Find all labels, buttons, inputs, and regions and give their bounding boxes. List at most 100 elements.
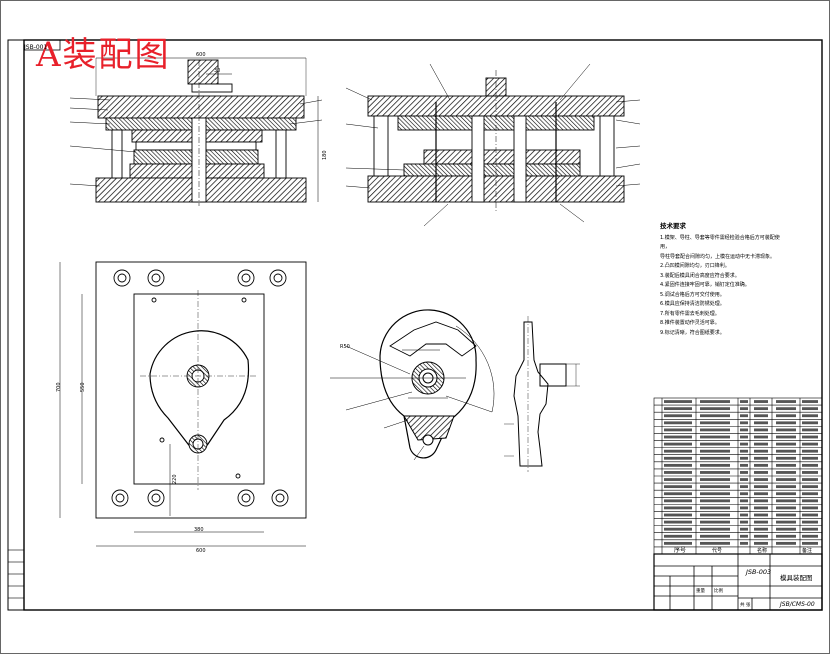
bom-cell-text bbox=[754, 463, 768, 467]
dim-plan-height: 700 bbox=[56, 382, 62, 392]
bom-cell-text bbox=[754, 541, 768, 545]
side-profile bbox=[504, 316, 580, 472]
bom-cell-text bbox=[664, 527, 692, 531]
note-line: 9.标记清晰，符合图纸要求。 bbox=[660, 329, 725, 336]
bom-cell-text bbox=[802, 407, 818, 411]
bom-cell-text bbox=[754, 449, 768, 453]
note-line: 8.推件装置动作灵活可靠。 bbox=[660, 320, 720, 326]
bom-cell-text bbox=[802, 414, 818, 418]
bom-cell-text bbox=[776, 456, 796, 460]
bom-cell-text bbox=[740, 421, 748, 425]
drawing-number: JSB-003 bbox=[744, 568, 771, 576]
bom-cell-text bbox=[740, 471, 748, 474]
bom-cell-text bbox=[700, 400, 730, 403]
bom-cell-text bbox=[664, 421, 692, 425]
top-tag: JSB-001 bbox=[24, 44, 48, 51]
bom-cell-text bbox=[664, 400, 692, 403]
bom-cell-text bbox=[740, 485, 748, 489]
bom-cell-text bbox=[664, 506, 692, 510]
bom-cell-text bbox=[664, 463, 692, 467]
bom-cell-text bbox=[700, 499, 730, 503]
bom-cell-text bbox=[802, 485, 818, 489]
bom-cell-text bbox=[776, 520, 796, 524]
technical-notes: 技术要求 1.模架、导柱、导套等零件需经检验合格后方可装配使用， 导柱导套配合间… bbox=[660, 222, 788, 338]
bom-cell-text bbox=[700, 513, 730, 517]
bom-cell-text bbox=[776, 506, 796, 510]
bill-of-materials bbox=[653, 397, 823, 555]
bom-cell-text bbox=[802, 421, 818, 425]
bom-cell-text bbox=[664, 478, 692, 481]
dim-top-width: 600 bbox=[196, 52, 206, 58]
bom-cell-text bbox=[776, 435, 796, 439]
bom-header-note: 备注 bbox=[802, 547, 812, 554]
bom-cell-text bbox=[754, 527, 768, 531]
bom-cell-text bbox=[700, 527, 730, 531]
front-view-left bbox=[69, 57, 323, 206]
bom-cell-text bbox=[740, 513, 748, 517]
bom-cell-text bbox=[664, 442, 692, 446]
bom-cell-text bbox=[740, 506, 748, 510]
bom-cell-text bbox=[754, 428, 768, 432]
bom-cell-text bbox=[802, 456, 818, 460]
front-view-right bbox=[345, 63, 641, 227]
bom-cell-text bbox=[700, 428, 730, 432]
bom-cell-text bbox=[754, 400, 768, 403]
bom-cell-text bbox=[754, 520, 768, 524]
plan-view bbox=[59, 261, 307, 547]
note-line: 7.所有零件需去毛刺处理。 bbox=[660, 310, 720, 317]
bom-cell-text bbox=[740, 414, 748, 418]
bom-cell-text bbox=[776, 421, 796, 425]
bom-cell-text bbox=[664, 414, 692, 418]
bom-cell-text bbox=[754, 442, 768, 446]
bom-cell-text bbox=[700, 492, 730, 496]
drawing-title: A装配图 bbox=[36, 35, 171, 75]
note-line: 2.凸凹模间隙均匀，刃口锋利。 bbox=[660, 263, 730, 269]
dim-part-radius: R50 bbox=[340, 344, 350, 350]
bom-cell-text bbox=[664, 471, 692, 474]
dim-height: 180 bbox=[322, 150, 328, 160]
dim-plan-inner-height: 550 bbox=[80, 382, 86, 392]
bom-cell-text bbox=[776, 527, 796, 531]
bom-cell-text bbox=[700, 435, 730, 439]
bom-cell-text bbox=[740, 492, 748, 496]
bom-cell-text bbox=[664, 513, 692, 517]
bom-cell-text bbox=[740, 449, 748, 453]
bom-cell-text bbox=[754, 499, 768, 503]
note-line: 3.装配后模具闭合高度应符合要求。 bbox=[660, 272, 740, 279]
bom-cell-text bbox=[664, 520, 692, 524]
bom-cell-text bbox=[776, 492, 796, 496]
bom-cell-text bbox=[802, 435, 818, 439]
bom-cell-text bbox=[776, 428, 796, 432]
bom-cell-text bbox=[740, 407, 748, 411]
sheet-label: 共 张 bbox=[740, 601, 751, 608]
bom-cell-text bbox=[776, 478, 796, 481]
dim-top-inner: 30 bbox=[214, 68, 220, 74]
bom-cell-text bbox=[700, 471, 730, 474]
bom-cell-text bbox=[776, 485, 796, 489]
bom-cell-text bbox=[776, 400, 796, 403]
bom-cell-text bbox=[664, 428, 692, 432]
bom-cell-text bbox=[664, 407, 692, 411]
bom-header-code: 代号 bbox=[712, 547, 722, 554]
bom-cell-text bbox=[754, 513, 768, 517]
bom-cell-text bbox=[664, 499, 692, 503]
bom-cell-text bbox=[754, 421, 768, 425]
bom-cell-text bbox=[802, 506, 818, 510]
bom-cell-text bbox=[776, 449, 796, 453]
bom-cell-text bbox=[776, 499, 796, 503]
bom-cell-text bbox=[740, 520, 748, 524]
bom-cell-text bbox=[740, 428, 748, 432]
bom-fill-text bbox=[664, 400, 818, 545]
bom-cell-text bbox=[802, 400, 818, 403]
note-line: 6.模具应保持清洁防锈处理。 bbox=[660, 301, 725, 307]
bom-cell-text bbox=[700, 485, 730, 489]
dim-plan-width: 600 bbox=[196, 548, 206, 554]
bom-cell-text bbox=[700, 449, 730, 453]
bom-cell-text bbox=[700, 520, 730, 524]
bom-cell-text bbox=[700, 506, 730, 510]
bom-cell-text bbox=[754, 435, 768, 439]
bom-cell-text bbox=[802, 492, 818, 496]
bom-cell-text bbox=[776, 541, 796, 545]
bom-cell-text bbox=[802, 541, 818, 545]
bom-cell-text bbox=[664, 485, 692, 489]
